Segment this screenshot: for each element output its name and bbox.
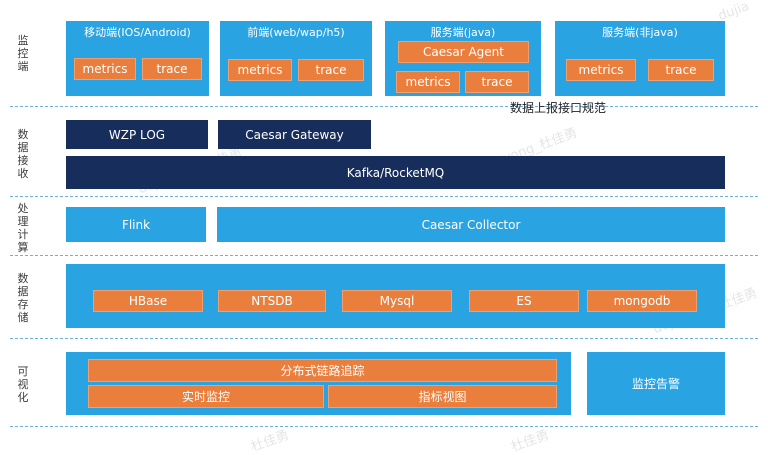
metrics-box: metrics [396,71,460,93]
client-title: 前端(web/wap/h5) [247,26,345,39]
watermark: 杜佳勇 [249,427,292,455]
trace-box: trace [142,58,202,80]
wzp-log-box: WZP LOG [66,120,208,149]
metric-view-box: 指标视图 [328,385,557,408]
storage-container: HBase NTSDB Mysql ES mongodb [66,264,725,328]
trace-box: trace [298,59,364,81]
metrics-box: metrics [228,59,292,81]
layer-label-monitor: 监控端 [17,34,29,73]
layer-separator [10,426,758,427]
client-box-java-server: 服务端(java) Caesar Agent metrics trace [385,21,541,96]
storage-box-hbase: HBase [93,290,203,312]
client-box-frontend: 前端(web/wap/h5) metrics trace [220,21,372,96]
storage-box-es: ES [469,290,579,312]
flink-box: Flink [66,207,206,242]
visualization-container: 分布式链路追踪 实时监控 指标视图 [66,352,571,415]
trace-box: trace [465,71,529,93]
layer-separator [10,196,758,197]
client-title: 服务端(非java) [602,26,678,39]
metrics-box: metrics [74,58,136,80]
caesar-collector-box: Caesar Collector [217,207,725,242]
layer-separator [10,255,758,256]
caesar-gateway-box: Caesar Gateway [218,120,371,149]
layer-label-ingest: 数据接收 [17,128,29,180]
layer-separator [10,106,758,107]
alert-box: 监控告警 [587,352,725,415]
client-title: 移动端(IOS/Android) [84,26,191,39]
client-title: 服务端(java) [430,26,496,39]
caesar-agent-box: Caesar Agent [398,41,529,63]
realtime-monitor-box: 实时监控 [88,385,324,408]
client-box-mobile: 移动端(IOS/Android) metrics trace [66,21,209,96]
trace-box: trace [648,59,714,81]
metrics-box: metrics [566,59,636,81]
report-spec-label: 数据上报接口规范 [510,101,607,115]
layer-label-visual: 可视化 [17,365,29,404]
layer-label-compute: 处理计算 [17,202,29,254]
storage-box-mysql: Mysql [342,290,452,312]
layer-label-storage: 数据存储 [17,272,29,324]
layer-separator [10,338,758,339]
storage-box-mongodb: mongodb [587,290,697,312]
tracing-box: 分布式链路追踪 [88,359,557,382]
storage-box-ntsdb: NTSDB [218,290,326,312]
client-box-nonjava-server: 服务端(非java) metrics trace [555,21,725,96]
watermark: 杜佳勇 [509,427,552,455]
message-queue-box: Kafka/RocketMQ [66,156,725,189]
